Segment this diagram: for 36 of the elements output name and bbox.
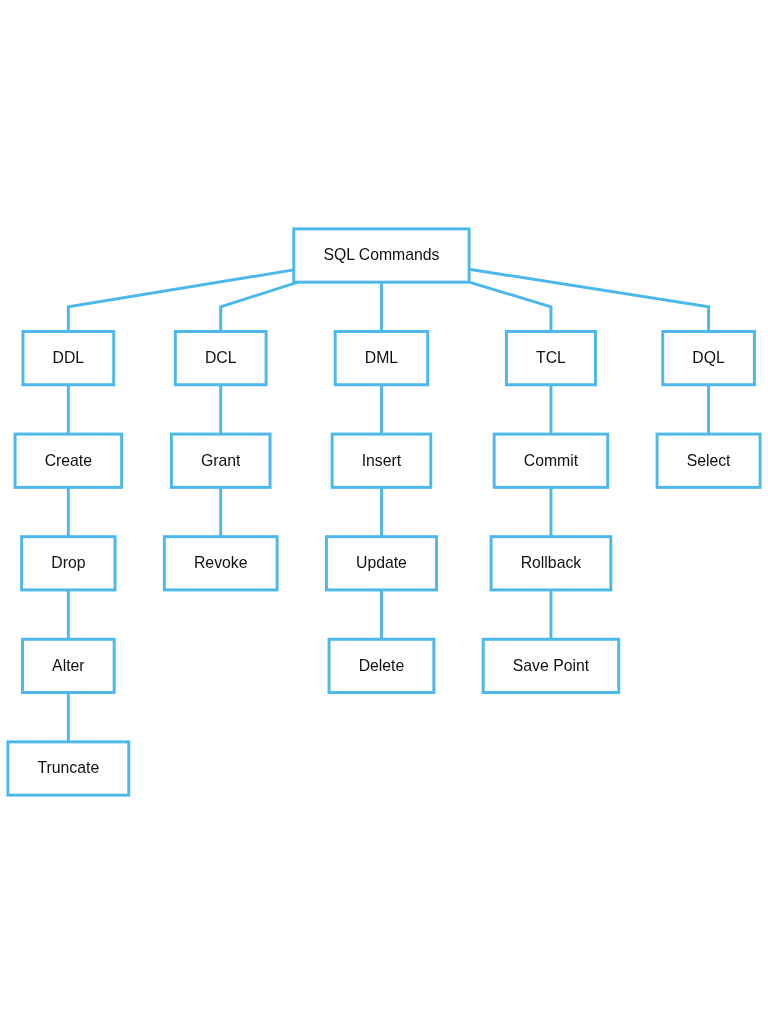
node-box: SQL Commands	[292, 227, 471, 284]
connector	[468, 267, 711, 332]
connector	[379, 589, 383, 640]
connector	[219, 280, 299, 332]
node-box: Save Point	[481, 637, 621, 694]
connector	[549, 487, 553, 537]
node-box: Update	[324, 535, 438, 592]
node-box: Grant	[169, 432, 272, 489]
node-box: Insert	[330, 432, 433, 489]
connector	[468, 280, 553, 332]
node-box: TCL	[504, 330, 597, 387]
node-box: Alter	[21, 637, 116, 694]
connector	[66, 692, 70, 742]
connector	[379, 282, 383, 332]
node-box: Rollback	[489, 535, 613, 592]
node-box: Select	[655, 432, 762, 489]
node-box: Revoke	[162, 535, 279, 592]
node-box: Truncate	[6, 740, 131, 797]
node-box: DML	[333, 330, 430, 387]
node-box: DDL	[21, 330, 116, 387]
connector	[379, 487, 383, 537]
node-box: Drop	[20, 535, 117, 592]
connector	[219, 384, 223, 435]
node-box: DCL	[173, 330, 268, 387]
connector	[219, 487, 223, 537]
connector	[549, 384, 553, 435]
node-box: Commit	[492, 432, 610, 489]
connector	[379, 384, 383, 435]
connector	[549, 589, 553, 640]
connector	[66, 589, 70, 640]
connector	[66, 487, 70, 537]
connector	[707, 384, 711, 435]
node-box: Delete	[327, 637, 436, 694]
node-box: Create	[13, 432, 124, 489]
connector	[66, 384, 70, 435]
node-box: DQL	[661, 330, 756, 387]
